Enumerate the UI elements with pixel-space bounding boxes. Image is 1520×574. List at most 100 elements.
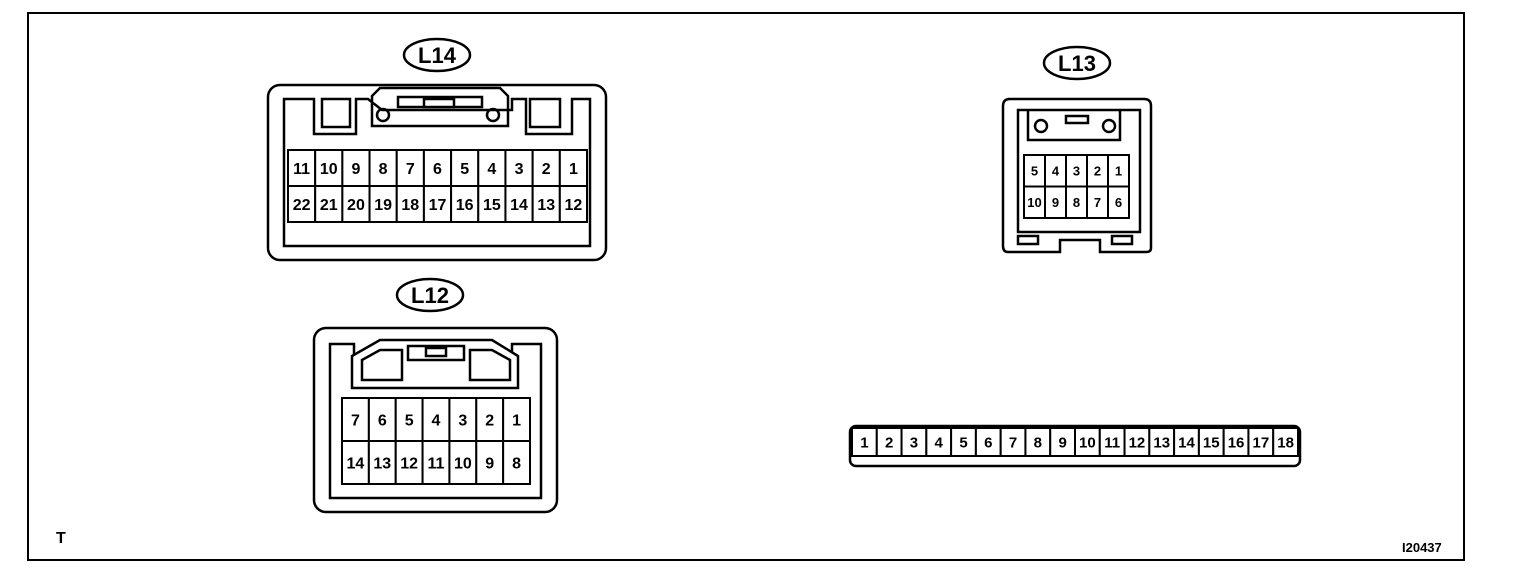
terminal-cell (502, 397, 531, 442)
label-l14-text: L14 (418, 43, 457, 68)
terminal-number: 3 (910, 434, 918, 451)
terminal-cell (504, 149, 534, 187)
terminal-number: 14 (347, 455, 365, 472)
terminal-number: 14 (1178, 434, 1195, 451)
terminal-cell (999, 427, 1027, 457)
terminal-cell (1049, 427, 1076, 457)
terminal-number: 21 (320, 197, 338, 214)
terminal-cell (341, 397, 370, 442)
terminal-number: 5 (959, 434, 967, 451)
terminal-cell (875, 427, 903, 457)
terminal-number: 11 (293, 161, 310, 178)
corner-letter: T (56, 530, 66, 547)
terminal-cell (475, 397, 505, 442)
terminal-cell (502, 440, 531, 485)
terminal-cell (1148, 427, 1176, 457)
terminal-number: 15 (1203, 434, 1220, 451)
terminal-number: 2 (542, 161, 551, 178)
terminal-cell (367, 440, 397, 485)
terminal-number: 4 (1052, 163, 1060, 178)
terminal-number: 7 (406, 161, 415, 178)
label-l14-ellipse (402, 37, 472, 73)
terminal-cell (314, 185, 344, 223)
terminal-number: 2 (485, 412, 494, 429)
terminal-number: 12 (400, 455, 418, 472)
label-l13-ellipse (1042, 45, 1112, 81)
terminal-cell (287, 185, 317, 223)
terminal-number: 10 (454, 455, 472, 472)
terminal-number: 11 (428, 455, 445, 472)
terminal-cell (1107, 185, 1130, 219)
connector-strip (848, 424, 1302, 468)
terminal-number: 12 (565, 197, 583, 214)
terminal-number: 14 (510, 197, 528, 214)
terminal-number: 2 (885, 434, 893, 451)
terminal-number: 3 (458, 412, 467, 429)
terminal-number: 5 (460, 161, 469, 178)
diagram-frame (27, 12, 1465, 561)
terminal-cell (477, 185, 507, 223)
terminal-number: 9 (1058, 434, 1066, 451)
terminal-cell (1123, 427, 1151, 457)
terminal-number: 10 (320, 161, 338, 178)
terminal-number: 10 (1027, 195, 1041, 210)
terminal-number: 16 (456, 197, 474, 214)
label-l13-text: L13 (1058, 51, 1096, 76)
terminal-cell (1272, 427, 1299, 457)
terminal-number: 20 (347, 197, 365, 214)
connector-l13 (1001, 97, 1153, 254)
label-l12: L12 (395, 277, 465, 313)
terminal-cell (448, 440, 478, 485)
label-l13: L13 (1042, 45, 1112, 81)
terminal-cell (558, 185, 588, 223)
terminal-number: 7 (1094, 195, 1101, 210)
terminal-number: 17 (1252, 434, 1269, 451)
terminal-number: 12 (1129, 434, 1146, 451)
terminal-cell (925, 427, 953, 457)
terminal-number: 13 (373, 455, 391, 472)
terminal-cell (367, 397, 397, 442)
connector-l12 (312, 326, 559, 514)
terminal-cell (421, 440, 451, 485)
terminal-cell (851, 427, 878, 457)
terminal-number: 7 (1009, 434, 1017, 451)
terminal-number: 4 (935, 434, 944, 451)
terminal-number: 9 (485, 455, 494, 472)
terminal-number: 8 (512, 455, 521, 472)
terminal-number: 18 (1277, 434, 1294, 451)
terminal-cell (450, 185, 480, 223)
terminal-cell (531, 185, 561, 223)
terminal-number: 1 (860, 434, 868, 451)
terminal-cell (341, 185, 371, 223)
terminal-number: 16 (1228, 434, 1245, 451)
terminal-number: 9 (352, 161, 361, 178)
terminal-number: 2 (1094, 163, 1101, 178)
terminal-number: 3 (515, 161, 524, 178)
terminal-number: 11 (1104, 434, 1120, 451)
figure-id: I20437 (1402, 540, 1442, 555)
terminal-number: 6 (984, 434, 992, 451)
terminal-number: 8 (1073, 195, 1080, 210)
terminal-cell (950, 427, 977, 457)
terminal-number: 1 (569, 161, 578, 178)
terminal-number: 4 (487, 161, 496, 178)
label-l12-text: L12 (411, 283, 449, 308)
terminal-number: 22 (293, 197, 311, 214)
terminal-number: 19 (374, 197, 392, 214)
terminal-number: 6 (1115, 195, 1122, 210)
terminal-number: 1 (1115, 163, 1122, 178)
terminal-number: 6 (433, 161, 442, 178)
terminal-number: 13 (537, 197, 555, 214)
terminal-number: 4 (432, 412, 441, 429)
terminal-number: 10 (1079, 434, 1096, 451)
terminal-number: 7 (351, 412, 360, 429)
terminal-number: 1 (512, 412, 521, 429)
label-l14: L14 (402, 37, 472, 73)
terminal-number: 5 (1031, 163, 1038, 178)
terminal-number: 5 (405, 412, 414, 429)
terminal-cell (558, 149, 588, 187)
